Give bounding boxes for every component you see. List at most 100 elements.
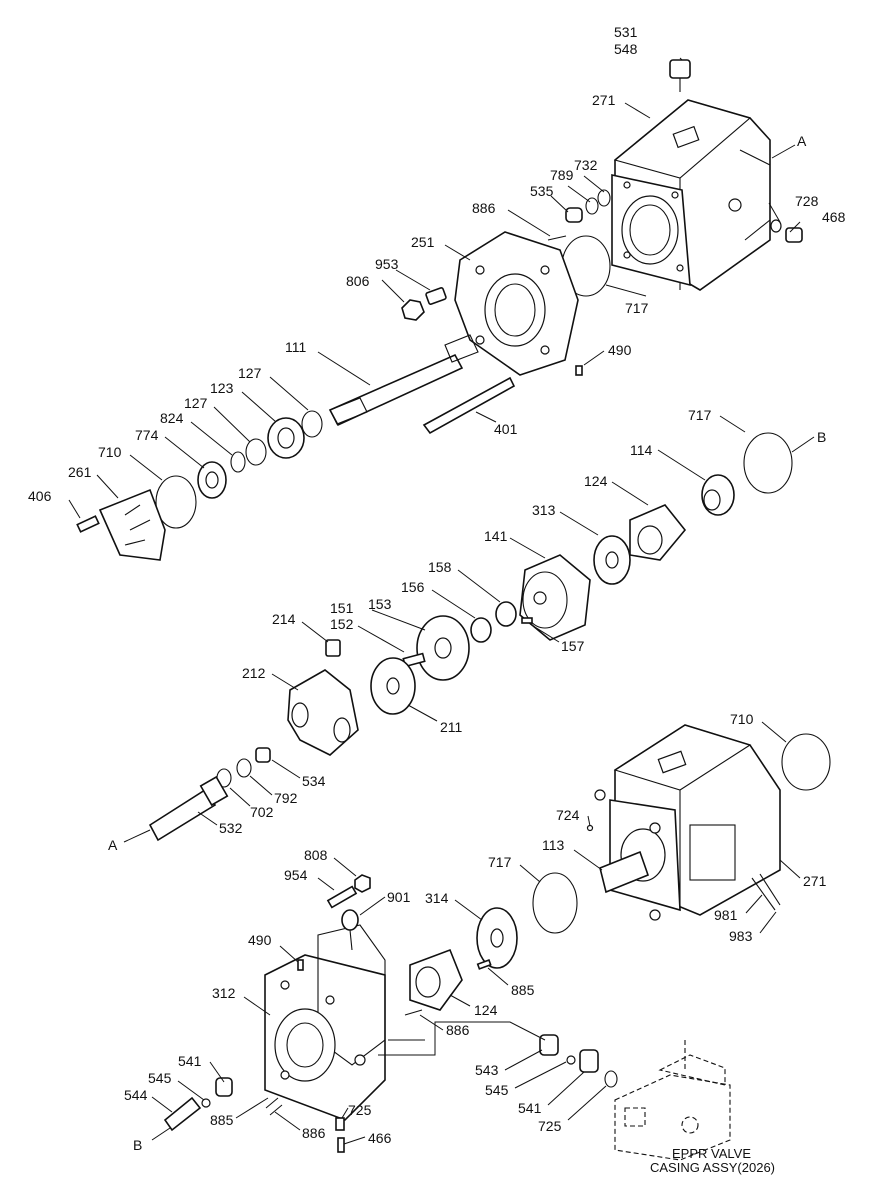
o-ring-717-mid <box>743 432 793 494</box>
part-label: 792 <box>274 790 298 806</box>
o-ring-717-bottom <box>532 872 578 934</box>
needle-bearing-114 <box>701 474 735 516</box>
part-label: 124 <box>584 473 608 489</box>
section-marker: A <box>797 133 807 149</box>
part-label: 901 <box>387 889 411 905</box>
pump-casing-271-bottom <box>594 724 781 921</box>
part-label: 466 <box>368 1130 392 1146</box>
nut-806-stud-953 <box>401 287 447 321</box>
pin-724 <box>586 824 594 832</box>
caption-line-1: EPPR VALVE <box>672 1146 751 1161</box>
part-label: 312 <box>212 985 236 1001</box>
part-label: 251 <box>411 234 435 250</box>
part-label: 886 <box>472 200 496 216</box>
part-label: 543 <box>475 1062 499 1078</box>
eppr-valve <box>614 1040 731 1161</box>
section-marker: B <box>817 429 826 445</box>
part-label: 261 <box>68 464 92 480</box>
part-label: 532 <box>219 820 243 836</box>
part-label: 725 <box>538 1118 562 1134</box>
part-label: 211 <box>440 719 463 735</box>
part-label: 158 <box>428 559 452 575</box>
part-label: 406 <box>28 488 52 504</box>
pin-490-top <box>575 365 583 376</box>
part-label: 548 <box>614 41 638 57</box>
part-label: 490 <box>608 342 632 358</box>
part-label: 710 <box>98 444 122 460</box>
pin-886-mid <box>404 1009 423 1016</box>
pin-981-983 <box>751 873 781 911</box>
plug-901 <box>341 909 359 951</box>
part-label: 789 <box>550 167 574 183</box>
part-label: 717 <box>488 854 512 870</box>
part-label: 534 <box>302 773 326 789</box>
part-label: 123 <box>210 380 234 396</box>
part-label: 151 <box>330 600 354 616</box>
part-label: 468 <box>822 209 846 225</box>
cylinder-block-141 <box>519 554 591 641</box>
o-ring-710-right <box>781 733 831 791</box>
part-label: 152 <box>330 616 354 632</box>
part-label: 113 <box>542 837 565 853</box>
part-label: 271 <box>803 873 827 889</box>
seals-732-789-535 <box>547 189 611 241</box>
pins-885-886-725-screw-466 <box>265 1097 345 1153</box>
part-label: 157 <box>561 638 585 654</box>
retainer-plate-153 <box>416 615 470 681</box>
part-label: 156 <box>401 579 425 595</box>
valve-block-251 <box>454 231 579 376</box>
rod-401 <box>422 376 516 435</box>
part-label: 953 <box>375 256 399 272</box>
part-label: 541 <box>178 1053 202 1069</box>
part-label: 545 <box>148 1070 172 1086</box>
part-label: 885 <box>511 982 535 998</box>
plug-468 <box>770 219 803 243</box>
part-label: 710 <box>730 711 754 727</box>
part-label: 214 <box>272 611 296 627</box>
screw-532 <box>148 775 229 842</box>
part-label: 886 <box>302 1125 326 1141</box>
needle-bearing-124-bottom <box>409 948 463 1011</box>
part-label: 313 <box>532 502 556 518</box>
needle-bearing-124-mid <box>629 504 687 561</box>
part-label: 808 <box>304 847 328 863</box>
part-label: 544 <box>124 1087 148 1103</box>
part-label: 124 <box>474 1002 498 1018</box>
valve-plate-314 <box>476 907 518 969</box>
part-label: 806 <box>346 273 370 289</box>
caption-line-2: CASING ASSY(2026) <box>650 1160 775 1175</box>
part-label: 724 <box>556 807 580 823</box>
part-label: 127 <box>184 395 208 411</box>
part-label: 732 <box>574 157 598 173</box>
screw-954-nut-808 <box>326 874 371 909</box>
part-label: 114 <box>630 442 653 458</box>
part-label: 153 <box>368 596 392 612</box>
part-label: 541 <box>518 1100 542 1116</box>
sensor-531 <box>669 59 691 92</box>
part-label: 531 <box>614 24 638 40</box>
part-label: 886 <box>446 1022 470 1038</box>
valve-plate-313 <box>593 535 631 585</box>
part-label: 885 <box>210 1112 234 1128</box>
connector-lines <box>378 1021 546 1056</box>
part-label: 717 <box>688 407 712 423</box>
part-label: 212 <box>242 665 266 681</box>
shaft-113 <box>599 850 650 894</box>
part-label: 983 <box>729 928 753 944</box>
part-label: 774 <box>135 427 159 443</box>
part-label: 824 <box>160 410 184 426</box>
part-label: 111 <box>285 339 306 355</box>
bearing-and-rings <box>155 410 323 529</box>
bushing-214 <box>325 639 341 657</box>
pin-490-bottom <box>297 959 304 971</box>
part-labels: 531 548 271 A 732 789 535 886 728 468 25… <box>28 24 846 1153</box>
plug-541-ball-545-pin-544 <box>163 1077 233 1132</box>
part-label: 728 <box>795 193 819 209</box>
drive-shaft-111 <box>328 334 479 427</box>
parts-158-156-157 <box>470 601 533 643</box>
part-label: 535 <box>530 183 554 199</box>
part-label: 545 <box>485 1082 509 1098</box>
part-label: 981 <box>714 907 738 923</box>
section-marker: B <box>133 1137 142 1153</box>
